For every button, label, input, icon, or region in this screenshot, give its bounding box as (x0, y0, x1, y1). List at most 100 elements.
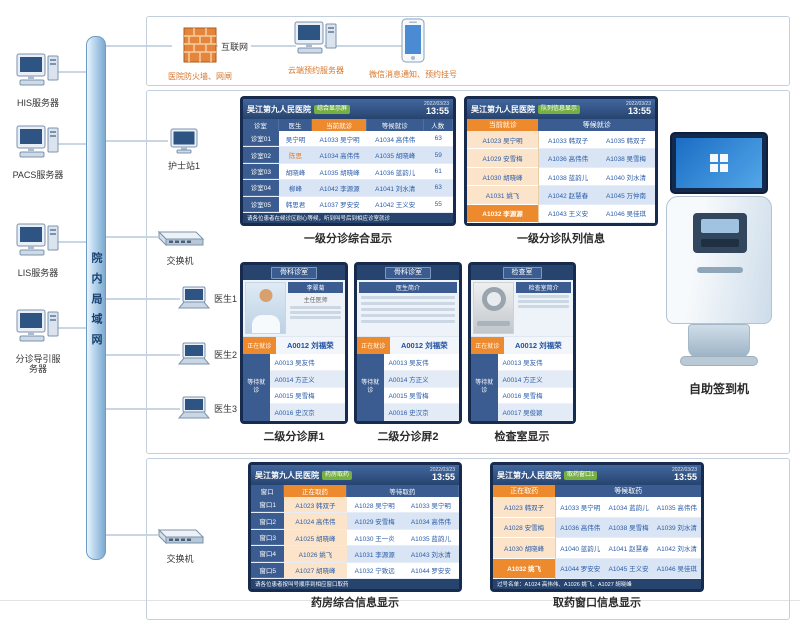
window-cell: 窗口4 (251, 546, 285, 562)
col-current: 正在取药 (284, 485, 347, 497)
doctor-label: 医生2 (214, 350, 238, 361)
clinic-name: 骨科诊室 (385, 266, 431, 279)
text-line-decoration (290, 316, 341, 319)
waiting-patient: A0016 吴雪梅 (497, 388, 573, 405)
waiting-patient: A1036 高伟伟 (560, 525, 601, 533)
switch-label: 交换机 (166, 256, 194, 266)
time: 13:55 (431, 472, 455, 482)
text-line-decoration (361, 320, 455, 323)
waiting-patient: A1040 刘水清 (605, 174, 647, 182)
desktop-computer-icon (16, 223, 59, 256)
waiting-cell: A1028 吴宁明 (354, 502, 395, 510)
missed-list-footer: 过号名单：A1024 高伟伟、A1026 姚飞、A1027 胡晓峰 (493, 579, 701, 589)
waiting-patient: A1042 刘水清 (656, 545, 697, 553)
waiting-patient: A1038 蓝韵儿 (547, 174, 589, 182)
waiting-cell: A1031 李源源 (346, 546, 403, 562)
doctor-cell: 陈思 (278, 147, 313, 163)
table-header: 正在取药 等候取药 (493, 485, 701, 497)
clinic-header: 骨科诊室 (357, 265, 459, 280)
hospital-name: 吴江第九人民医院 (497, 470, 561, 480)
waiting-patient: A1038 吴雪梅 (608, 525, 649, 533)
doctor-label: 医生1 (214, 294, 238, 305)
kiosk-base (680, 356, 758, 366)
current-patient: A0012 刘福荣 (275, 337, 345, 354)
current-cell: A1042 李源源 (312, 180, 367, 196)
waiting-patient: A1045 王义安 (608, 566, 649, 574)
table-row: 窗口4 A1026 姚飞 A1031 李源源 A1043 刘水清 (251, 546, 459, 563)
current-patient: A0012 刘福荣 (503, 337, 573, 354)
waiting-label: 等待就诊 (471, 354, 498, 421)
clock: 2022/03/23 13:55 (430, 468, 455, 482)
caption-comprehensive-display: 一级分诊综合显示 (304, 233, 392, 245)
waiting-cell: A1034 高伟伟 (375, 136, 416, 144)
count-cell: 63 (423, 180, 453, 196)
count-cell: 55 (434, 200, 442, 208)
exam-room-screen: 检查室 检查室简介 正在就诊 A0012 刘福荣 等待就诊 A0013 吴友伟 (468, 262, 576, 424)
hospital-name: 吴江第九人民医院 (255, 470, 319, 480)
clinic-header: 检查室 (471, 265, 573, 280)
text-line-decoration (361, 314, 455, 317)
waiting-patient: A1044 罗安安 (560, 566, 601, 574)
col-waiting: 等候就诊 (538, 119, 655, 131)
waiting-row: A1033 韩双子 A1035 韩双子 (539, 131, 655, 150)
waiting-patient: A1034 蓝韵儿 (608, 504, 649, 512)
triage-zone (146, 90, 790, 454)
waiting-patient: A1035 高伟伟 (656, 504, 697, 512)
waiting-patient: A1036 高伟伟 (547, 156, 589, 164)
current-patient: A1030 胡晓峰 (493, 538, 556, 559)
col-current: 正在取药 (493, 485, 556, 497)
waiting-row: A1036 高伟伟 A1038 吴雪梅 A1039 刘水清 (556, 517, 701, 538)
col-count: 人数 (423, 119, 453, 131)
table-row: 诊室03 胡晓峰 A1035 胡晓峰 A1036 蓝韵儿 61 (243, 163, 453, 181)
table-row: 窗口3 A1025 胡晓峰 A1030 王一炎 A1035 蓝韵儿 (251, 529, 459, 547)
switch-node: 交换机 (148, 226, 212, 266)
clinic-name: 检查室 (502, 266, 542, 279)
caption-pickup-window: 取药窗口信息显示 (553, 597, 641, 609)
waiting-row: A1036 高伟伟 A1038 吴雪梅 (539, 149, 655, 168)
waiting-cell: A1036 蓝韵儿 (375, 169, 416, 177)
waiting-patient: A1033 吴宁明 (560, 504, 601, 512)
room-cell: 诊室05 (243, 196, 279, 213)
laptop-icon (177, 286, 211, 309)
current-cell: A1026 姚飞 (284, 546, 347, 562)
self-checkin-kiosk (658, 126, 780, 376)
current-patient: A1030 胡晓峰 (467, 167, 539, 187)
col-waiting: 等候就诊 (366, 119, 424, 131)
room-cell: 诊室02 (243, 147, 279, 163)
time: 13:55 (627, 106, 651, 116)
current-cell: A1035 胡晓峰 (319, 169, 360, 177)
his-server: HIS服务器 (0, 52, 76, 108)
text-line-decoration (361, 308, 455, 311)
waiting-patient: A0014 方正义 (383, 370, 459, 388)
waiting-patient: A0015 吴雪梅 (383, 388, 459, 405)
current-patient: A1023 吴宁明 (467, 131, 539, 150)
waiting-patient: A0014 方正义 (497, 370, 573, 388)
date: 2022/03/23 (429, 467, 455, 473)
current-patient: A1023 韩双子 (493, 497, 556, 518)
doctor-label: 医生3 (214, 404, 238, 415)
kiosk-body (666, 196, 772, 324)
waiting-row: A1038 蓝韵儿 A1040 刘水清 (539, 168, 655, 187)
col-current: 当前就诊 (312, 119, 367, 131)
count-cell: 63 (434, 135, 442, 143)
doctor-cell: 吴宁明 (285, 136, 306, 144)
hospital-name: 吴江第九人民医院 (247, 104, 311, 114)
doctor-cell: 胡晓峰 (285, 169, 306, 177)
waiting-cell: A1035 蓝韵儿 (410, 535, 451, 543)
waiting-patient: A1046 吴佳琪 (605, 211, 647, 219)
hospital-lan-bar: 院内局域网 (86, 36, 106, 560)
waiting-patient: A0015 吴雪梅 (269, 388, 345, 405)
text-line-decoration (518, 305, 569, 308)
doctor-3-node: 医生3 (176, 396, 260, 422)
current-patient: A1032 李源源 (467, 204, 539, 223)
waiting-cell: A1032 宁致远 (354, 568, 395, 576)
waiting-patient: A0017 吴俊颖 (497, 404, 573, 421)
screen-badge: 药房取药 (322, 470, 353, 480)
current-patient: A1029 安雪梅 (467, 149, 539, 168)
current-cell: A1033 吴宁明 (319, 136, 360, 144)
laptop-icon (177, 396, 211, 419)
current-cell: A1037 罗安安 (319, 202, 360, 210)
table-header: 诊室 医生 当前就诊 等候就诊 人数 (243, 119, 453, 131)
current-label: 正在就诊 (471, 337, 504, 354)
table-row: 窗口5 A1027 胡晓峰 A1032 宁致远 A1044 罗安安 (251, 562, 459, 580)
